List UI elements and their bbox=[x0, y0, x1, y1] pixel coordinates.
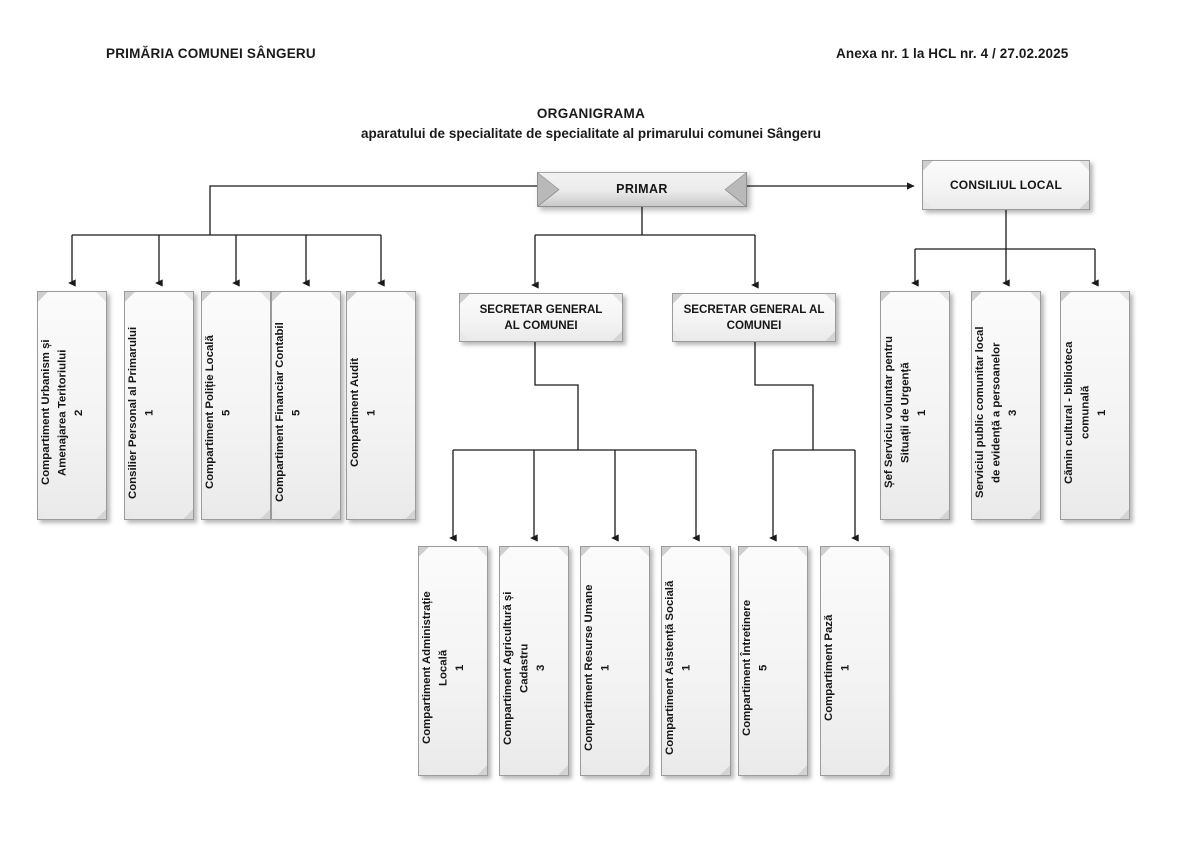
bevel-decoration bbox=[125, 292, 193, 519]
node-camin-cultural-biblioteca[interactable]: Cămin cultural - biblioteca comunală 1 bbox=[1060, 291, 1130, 520]
node-primar[interactable]: PRIMAR bbox=[537, 172, 747, 207]
node-label: Compartiment Urbanism și Amenajarea Teri… bbox=[40, 339, 86, 486]
bevel-decoration bbox=[38, 292, 106, 519]
bevel-decoration bbox=[923, 161, 1089, 209]
node-paza[interactable]: Compartiment Pază 1 bbox=[820, 546, 890, 776]
bevel-decoration bbox=[662, 547, 730, 775]
node-label: Compartiment Întretinere 5 bbox=[741, 599, 770, 737]
node-label: Consilier Personal al Primarului 1 bbox=[127, 326, 156, 499]
node-secretar-general-1[interactable]: SECRETAR GENERAL AL COMUNEI bbox=[459, 293, 623, 342]
node-consiliul-local-label: CONSILIUL LOCAL bbox=[949, 177, 1063, 192]
node-asistenta-sociala[interactable]: Compartiment Asistență Socială 1 bbox=[661, 546, 731, 776]
node-label: Compartiment Resurse Umane 1 bbox=[583, 584, 612, 752]
node-label: Compartiment Financiar Contabil 5 bbox=[274, 322, 303, 503]
bevel-decoration bbox=[272, 292, 340, 519]
node-label: Cămin cultural - biblioteca comunală 1 bbox=[1063, 341, 1109, 484]
node-consiliul-local[interactable]: CONSILIUL LOCAL bbox=[922, 160, 1090, 210]
node-agricultura-cadastru[interactable]: Compartiment Agricultură și Cadastru 3 bbox=[499, 546, 569, 776]
node-politie-locala[interactable]: Compartiment Poliție Locală 5 bbox=[201, 291, 271, 520]
node-secretar-general-2-label: SECRETAR GENERAL AL COMUNEI bbox=[683, 302, 825, 332]
annex-reference: Anexa nr. 1 la HCL nr. 4 / 27.02.2025 bbox=[836, 46, 1069, 61]
primar-shape bbox=[537, 172, 747, 207]
node-primar-label: PRIMAR bbox=[616, 182, 668, 197]
node-label: Compartiment Administrație Locală 1 bbox=[421, 591, 467, 745]
node-label: Serviciul public comunitar local de evid… bbox=[974, 326, 1020, 499]
chart-subtitle: aparatului de specialitate de specialita… bbox=[361, 126, 821, 141]
node-label: Compartiment Audit 1 bbox=[349, 357, 378, 468]
node-sef-serviciu-voluntar-urgenta[interactable]: Șef Serviciu voluntar pentru Situații de… bbox=[880, 291, 950, 520]
chart-title: ORGANIGRAMA bbox=[536, 106, 646, 121]
bevel-decoration bbox=[881, 292, 949, 519]
node-administratie-locala[interactable]: Compartiment Administrație Locală 1 bbox=[418, 546, 488, 776]
node-secretar-general-1-label: SECRETAR GENERAL AL COMUNEI bbox=[479, 302, 603, 332]
node-intretinere[interactable]: Compartiment Întretinere 5 bbox=[738, 546, 808, 776]
bevel-decoration bbox=[419, 547, 487, 775]
bevel-decoration bbox=[821, 547, 889, 775]
node-consilier-personal-primar[interactable]: Consilier Personal al Primarului 1 bbox=[124, 291, 194, 520]
bevel-decoration bbox=[347, 292, 415, 519]
node-label: Compartiment Poliție Locală 5 bbox=[204, 335, 233, 490]
bevel-decoration bbox=[1061, 292, 1129, 519]
node-resurse-umane[interactable]: Compartiment Resurse Umane 1 bbox=[580, 546, 650, 776]
bevel-decoration bbox=[500, 547, 568, 775]
bevel-decoration bbox=[673, 294, 835, 341]
node-label: Compartiment Agricultură și Cadastru 3 bbox=[502, 591, 548, 745]
bevel-decoration bbox=[460, 294, 622, 341]
node-evidenta-persoanelor[interactable]: Serviciul public comunitar local de evid… bbox=[971, 291, 1041, 520]
node-audit[interactable]: Compartiment Audit 1 bbox=[346, 291, 416, 520]
bevel-decoration bbox=[202, 292, 270, 519]
node-label: Compartiment Pază 1 bbox=[823, 614, 852, 722]
bevel-decoration bbox=[581, 547, 649, 775]
bevel-decoration bbox=[739, 547, 807, 775]
node-secretar-general-2[interactable]: SECRETAR GENERAL AL COMUNEI bbox=[672, 293, 836, 342]
node-label: Compartiment Asistență Socială 1 bbox=[664, 580, 693, 756]
node-financiar-contabil[interactable]: Compartiment Financiar Contabil 5 bbox=[271, 291, 341, 520]
node-urbanism-amenajarea-teritoriului[interactable]: Compartiment Urbanism și Amenajarea Teri… bbox=[37, 291, 107, 520]
institution-name: PRIMĂRIA COMUNEI SÂNGERU bbox=[106, 46, 316, 61]
bevel-decoration bbox=[972, 292, 1040, 519]
node-label: Șef Serviciu voluntar pentru Situații de… bbox=[883, 336, 929, 489]
